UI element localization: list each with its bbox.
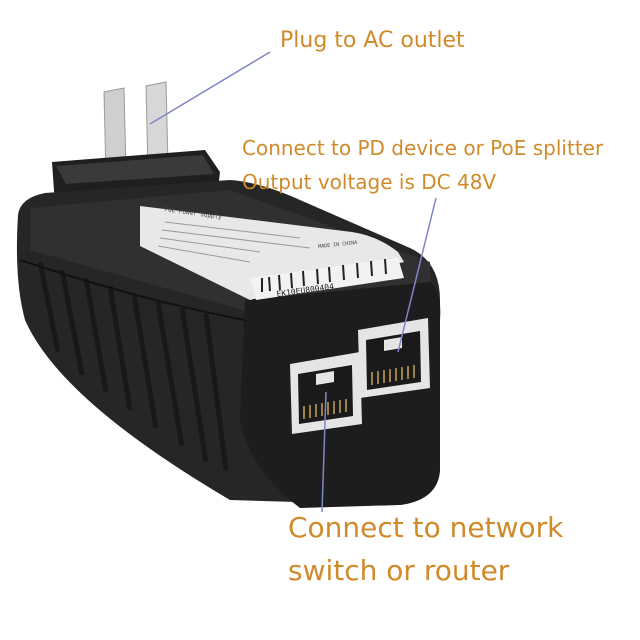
callout-network-line2: switch or router xyxy=(288,554,510,587)
leader-lines xyxy=(149,51,437,513)
rj45-port-output xyxy=(358,318,430,398)
ac-plug-prongs xyxy=(103,81,169,177)
barcode-sticker xyxy=(250,258,404,300)
callout-output-voltage: Output voltage is DC 48V xyxy=(242,170,497,194)
callout-pd-device: Connect to PD device or PoE splitter xyxy=(242,136,604,160)
callout-plug: Plug to AC outlet xyxy=(280,28,465,53)
side-ribs xyxy=(37,261,229,471)
callout-network-line1: Connect to network xyxy=(288,511,564,544)
